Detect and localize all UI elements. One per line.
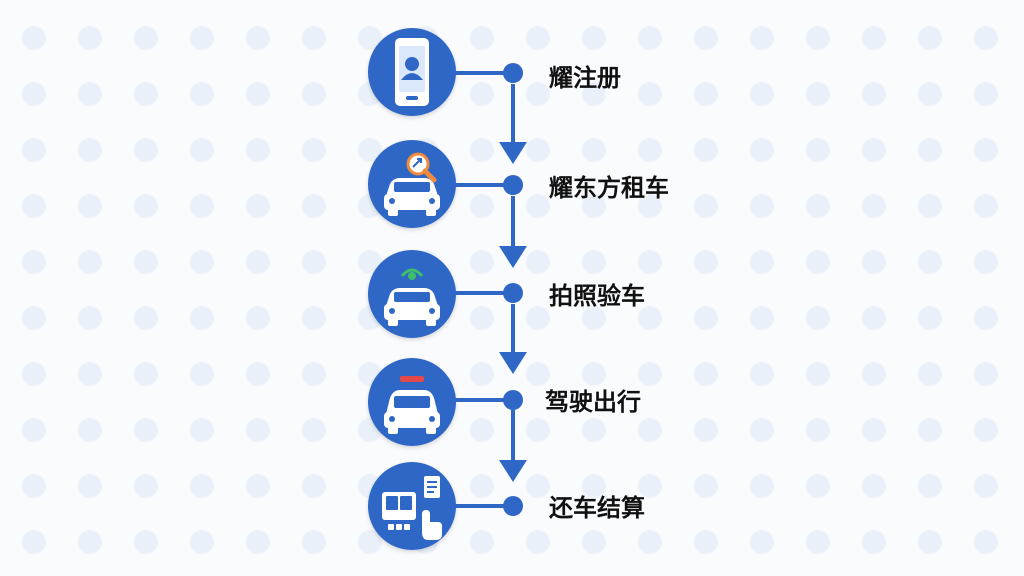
car-search-icon <box>368 140 456 228</box>
node-dot-4 <box>503 390 523 410</box>
step-label-rent-car: 耀东方租车 <box>549 174 669 202</box>
node-dot-1 <box>503 63 523 83</box>
car-photo-icon <box>368 250 456 338</box>
step-label-photo-inspection: 拍照验车 <box>549 282 645 310</box>
node-dot-2 <box>503 175 523 195</box>
node-dot-5 <box>503 496 523 516</box>
connector-3 <box>454 291 504 295</box>
connector-4 <box>454 398 504 402</box>
step-label-drive: 驾驶出行 <box>545 388 641 416</box>
arrow-4-head <box>499 460 527 482</box>
connector-5 <box>454 504 504 508</box>
arrow-2-head <box>499 246 527 268</box>
car-driving-icon <box>368 358 456 446</box>
node-dot-3 <box>503 283 523 303</box>
connector-2 <box>454 183 504 187</box>
step-label-register: 耀注册 <box>549 64 621 92</box>
arrow-3-head <box>499 352 527 374</box>
arrow-1-head <box>499 142 527 164</box>
connector-1 <box>454 71 504 75</box>
smartphone-icon <box>368 28 456 116</box>
step-label-return-settle: 还车结算 <box>549 494 645 522</box>
payment-terminal-icon <box>368 462 456 550</box>
